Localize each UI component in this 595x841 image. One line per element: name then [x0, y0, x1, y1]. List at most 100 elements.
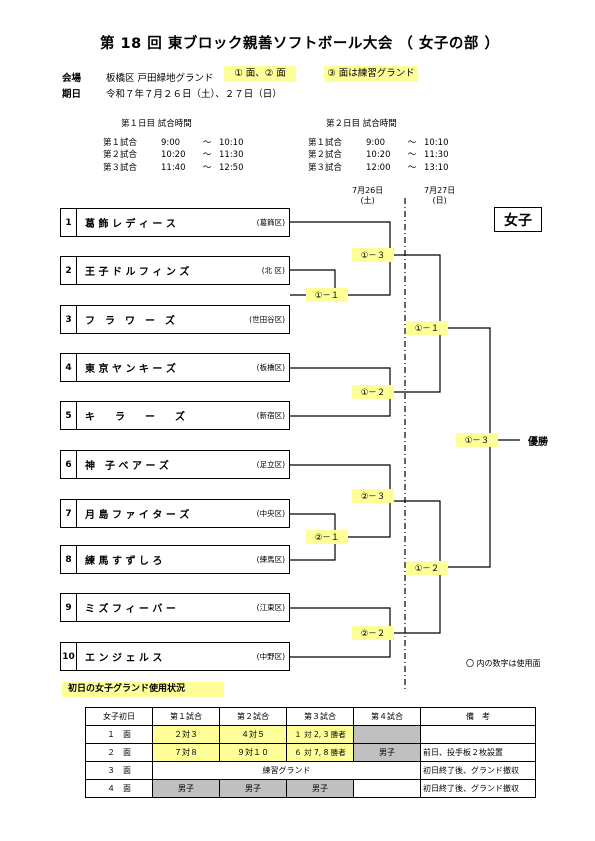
team-number: 10 [61, 643, 77, 670]
team-number: 7 [61, 500, 77, 527]
team-number: 1 [61, 209, 77, 236]
note-cell: 前日、投手板２枚設置 [420, 743, 536, 762]
team-name: フ ラ ワ ー ズ [85, 316, 175, 327]
team-number: 2 [61, 257, 77, 284]
team-ward: (江東区) [256, 603, 285, 612]
game-cell: 男子 [152, 779, 220, 798]
team-ward: (板橋区) [256, 363, 285, 372]
team-number: 6 [61, 451, 77, 478]
venue-badge-practice: ③ 面は練習グランド [324, 66, 418, 82]
court-cell: ４ 面 [85, 779, 153, 798]
venue-label: 会場 [62, 73, 82, 84]
match-label-m2-2: ②－２ [352, 626, 394, 640]
team-name: 王 子 ド ル フ ィ ン ズ [85, 267, 190, 278]
match-label-m2-3: ②－３ [352, 489, 394, 503]
day2-date: 7月27日 [424, 186, 456, 195]
team-box: 1 葛 飾 レ デ ィ ー ス (葛飾区) [60, 208, 290, 237]
usage-table-title: 初日の女子グランド使用状況 [62, 682, 224, 697]
note-cell: 初日終了後、グランド撤収 [420, 779, 536, 798]
team-name: 東 京 ヤ ン キ ー ズ [85, 364, 176, 375]
table-row: ３ 面 練習グランド 初日終了後、グランド撤収 [85, 761, 536, 780]
team-number: 4 [61, 354, 77, 381]
team-name: 練 馬 す ず し ろ [85, 556, 163, 567]
team-name: 月 島 フ ァ イ タ ー ズ [85, 510, 190, 521]
note-cell [420, 725, 536, 744]
table-header-row: 女子初日 第１試合 第２試合 第３試合 第４試合 備 考 [85, 707, 536, 726]
team-ward: (世田谷区) [249, 315, 285, 324]
game-cell: ２対３ [152, 725, 220, 744]
match-label-s1-2: ①－２ [406, 561, 448, 575]
date-label: 期日 [62, 89, 82, 100]
team-ward: (葛飾区) [256, 218, 285, 227]
team-number: 9 [61, 594, 77, 621]
day2-header: 7月27日 (日) [424, 186, 455, 206]
game-cell: ６ 対 7, 8 勝者 [286, 743, 354, 762]
table-header-cell: 第４試合 [353, 707, 421, 726]
table-header-cell: 第２試合 [219, 707, 287, 726]
match-label-m1-3: ①－３ [352, 248, 394, 262]
team-ward: (新宿区) [256, 411, 285, 420]
usage-table: 女子初日 第１試合 第２試合 第３試合 第４試合 備 考 １ 面 ２対３ ４対５… [85, 707, 536, 798]
team-number: 8 [61, 546, 77, 573]
team-box: 5 キ ラ ー ズ (新宿区) [60, 401, 290, 430]
team-number: 3 [61, 306, 77, 333]
team-box: 9 ミ ズ フ ィ ー バ ー (江東区) [60, 593, 290, 622]
team-ward: (足立区) [256, 460, 285, 469]
day1-dow: (土) [360, 196, 375, 205]
team-ward: (練馬区) [256, 555, 285, 564]
team-box: 4 東 京 ヤ ン キ ー ズ (板橋区) [60, 353, 290, 382]
winner-label: 優勝 [528, 437, 548, 448]
page-title: 第 18 回 東ブロック親善ソフトボール大会 （ 女子の部 ） [100, 36, 500, 52]
game-cell: 男子 [353, 743, 421, 762]
team-box: 6 神 子 ベ ア ー ズ (足立区) [60, 450, 290, 479]
venue-badge-courts: ① 面、② 面 [224, 66, 296, 82]
match-label-m2-1: ②－１ [306, 530, 348, 544]
game-cell [353, 779, 421, 798]
venue-value: 板橋区 戸田緑地グランド [106, 73, 214, 84]
game-cell: ４対５ [219, 725, 287, 744]
team-name: ミ ズ フ ィ ー バ ー [85, 604, 176, 615]
court-number-note: 〇 内の数字は使用面 [466, 659, 541, 668]
day1-header: 7月26日 (土) [352, 186, 383, 206]
table-row: ２ 面 ７対８ ９対１０ ６ 対 7, 8 勝者 男子 前日、投手板２枚設置 [85, 743, 536, 762]
day2-dow: (日) [432, 196, 447, 205]
team-name: エ ン ジ ェ ル ス [85, 653, 163, 664]
court-cell: ２ 面 [85, 743, 153, 762]
game-cell [353, 725, 421, 744]
game-cell: 男子 [286, 779, 354, 798]
team-ward: (中野区) [256, 652, 285, 661]
court-cell: １ 面 [85, 725, 153, 744]
team-ward: (中央区) [256, 509, 285, 518]
court-cell: ３ 面 [85, 761, 153, 780]
team-name: キ ラ ー ズ [85, 412, 185, 423]
team-ward: (北 区) [261, 266, 285, 275]
table-header-cell: 第３試合 [286, 707, 354, 726]
team-box: 10 エ ン ジ ェ ル ス (中野区) [60, 642, 290, 671]
team-name: 神 子 ベ ア ー ズ [85, 461, 169, 472]
team-box: 8 練 馬 す ず し ろ (練馬区) [60, 545, 290, 574]
date-value: 令和７年７月２６日（土）、２７日（日） [106, 89, 282, 100]
note-cell: 初日終了後、グランド撤収 [420, 761, 536, 780]
bracket-line-final [440, 327, 491, 568]
team-number: 5 [61, 402, 77, 429]
team-name: 葛 飾 レ デ ィ ー ス [85, 219, 176, 230]
match-label-s1-1: ①－１ [406, 321, 448, 335]
game-cell: 男子 [219, 779, 287, 798]
table-header-cell: 備 考 [420, 707, 536, 726]
team-box: 3 フ ラ ワ ー ズ (世田谷区) [60, 305, 290, 334]
schedule-day2-header: 第２日目 試合時間 [326, 119, 397, 129]
game-cell: ９対１０ [219, 743, 287, 762]
table-header-cell: 女子初日 [85, 707, 153, 726]
match-label-m1-1: ①－１ [306, 288, 348, 302]
division-label: 女子 [494, 207, 542, 232]
table-row: １ 面 ２対３ ４対５ １ 対 2, 3 勝者 [85, 725, 536, 744]
match-label-m1-2: ①－２ [352, 385, 394, 399]
